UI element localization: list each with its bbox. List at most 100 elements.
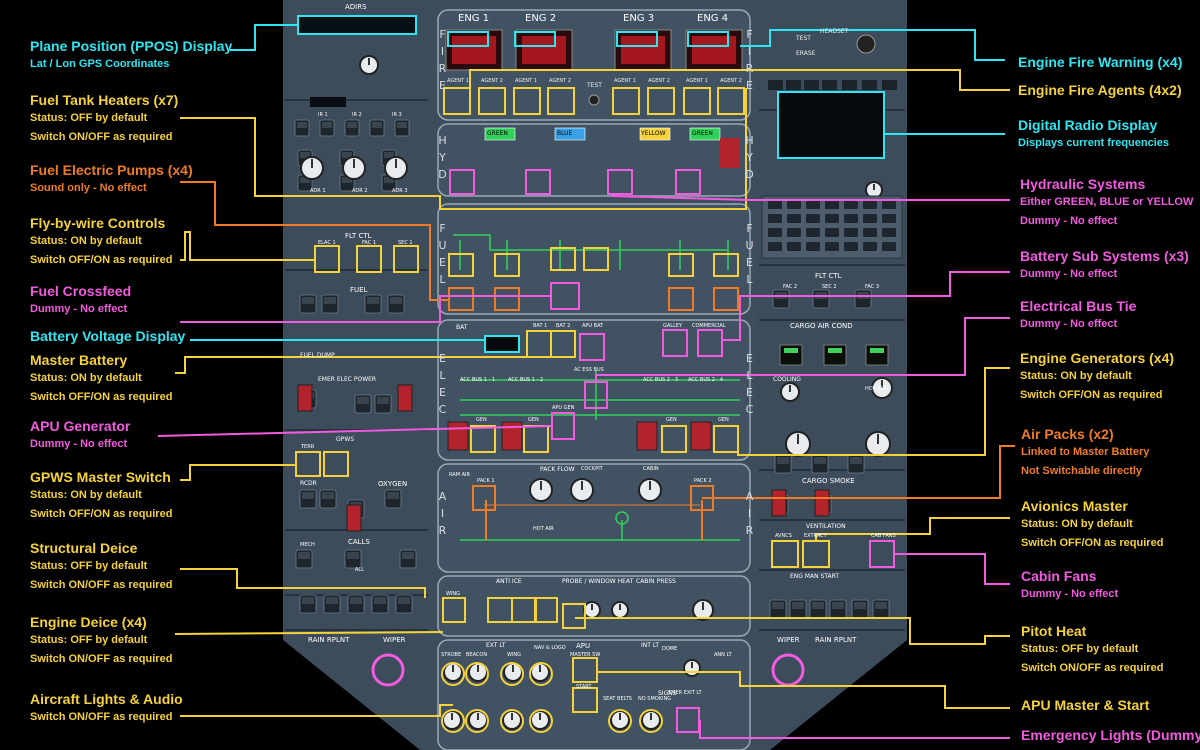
leader-line [597, 671, 1010, 709]
headset-jack [856, 34, 876, 54]
leader-line [180, 231, 315, 261]
callout-line: Lat / Lon GPS Coordinates [30, 58, 170, 70]
agent-label: AGENT 2 [720, 78, 742, 84]
hot-air-center-label: HOT AIR [533, 526, 554, 532]
callout-line: Switch ON/OFF as required [30, 131, 173, 143]
system-frame [437, 203, 751, 315]
gpws-label: GPWS [336, 436, 355, 443]
apu-bat-label: APU BAT [582, 323, 604, 329]
hyd-system-name: GREEN [487, 130, 508, 137]
switch-face [832, 602, 844, 609]
hyd-red-guard [720, 138, 740, 168]
callout-line: Switch OFF/ON as required [1021, 537, 1164, 549]
generator-guard [447, 421, 469, 451]
pack1-label: PACK 1 [477, 478, 495, 484]
engine-label: ENG 3 [623, 13, 655, 24]
switch-face [298, 552, 310, 559]
hydraulic-system-badge [689, 127, 721, 141]
acc-bus-label: ACC BUS 1 - 1 [460, 377, 496, 383]
acc-bus-label: ACC BUS 2 - 4 [688, 377, 724, 383]
hyd-system-name: GREEN [692, 130, 713, 137]
fuel-pump-box [668, 287, 694, 311]
callout-title: Emergency Lights (Dummy) [1021, 727, 1200, 743]
callout-title: Structural Deice [30, 540, 138, 556]
hydraulic-system-badge [639, 127, 671, 141]
extract-label: EXTRACT [804, 533, 827, 539]
callout-title: Engine Fire Warning (x4) [1018, 54, 1183, 70]
radio-top-key [822, 80, 837, 90]
fire-agent-box [443, 87, 471, 115]
switch-face [302, 597, 314, 604]
fuel-section-label: FUEL [436, 222, 449, 290]
callout-line: Switch ON/OFF as required [30, 711, 173, 723]
switch-face [384, 177, 394, 183]
callout-title: Engine Generators (x4) [1020, 350, 1175, 366]
radio-key [844, 214, 858, 223]
leader-line [894, 553, 1010, 585]
pack-flow-label: PACK FLOW [540, 466, 575, 473]
switch-face [772, 602, 784, 609]
callout-title: APU Master & Start [1021, 697, 1150, 713]
generator-guard [636, 421, 658, 451]
fuel-dump-label: FUEL DUMP [300, 352, 335, 359]
switch-face [302, 492, 314, 499]
cabin-press-label: CABIN PRESS [636, 578, 676, 585]
fire-agent-box [683, 87, 711, 115]
switch-face [377, 397, 389, 404]
nav-label: NAV & LOGO [534, 645, 566, 651]
switch-face [350, 597, 362, 604]
hyd-system-name: BLUE [557, 130, 573, 137]
radio-key [825, 242, 839, 251]
callout-title: Air Packs (x2) [1021, 426, 1114, 442]
status-on [784, 348, 798, 353]
hydraulic-box [607, 169, 633, 195]
engine-deice-box [534, 597, 558, 623]
switch-face [390, 297, 402, 304]
adr-label: ADR 3 [392, 188, 408, 194]
radio-key [806, 200, 820, 209]
lights-circle [608, 709, 632, 733]
switch-face [322, 492, 334, 499]
left-bevel [283, 640, 420, 750]
red-guard [814, 489, 830, 517]
switch-face [302, 297, 314, 304]
status-on [870, 348, 884, 353]
no-smoking-label: NO SMOKING [638, 696, 672, 702]
fire-warning-box [514, 31, 556, 47]
agent-label: AGENT 1 [614, 78, 636, 84]
lights-circle [500, 709, 524, 733]
leader-line [157, 425, 553, 437]
leader-line [702, 445, 1015, 499]
leader-line [883, 126, 1005, 135]
wing-label: WING [446, 591, 461, 597]
switch-face [374, 597, 386, 604]
gen-label: GEN [476, 417, 487, 423]
switch-face [850, 457, 862, 464]
oxygen-label: OXYGEN [378, 480, 408, 488]
hydraulic-system-badge [554, 127, 586, 141]
callout-line: Status: OFF by default [30, 112, 148, 124]
leader-line [595, 317, 1010, 382]
wiper-circle-left [371, 653, 405, 687]
switch-face [792, 602, 804, 609]
erase-label: ERASE [796, 50, 816, 57]
bat-label: BAT [456, 324, 468, 331]
rcdr-label: RCDR [300, 480, 317, 487]
switch-face [297, 122, 307, 128]
radio-key [882, 200, 896, 209]
anti-ice-label: ANTI ICE [496, 578, 522, 585]
callout-title: Plane Position (PPOS) Display [30, 38, 233, 54]
callout-title: Aircraft Lights & Audio [30, 691, 183, 707]
switch-face [357, 397, 369, 404]
leader-line [180, 295, 551, 323]
radio-key [787, 214, 801, 223]
master-battery-box [550, 330, 576, 358]
panel-controls [294, 34, 903, 730]
